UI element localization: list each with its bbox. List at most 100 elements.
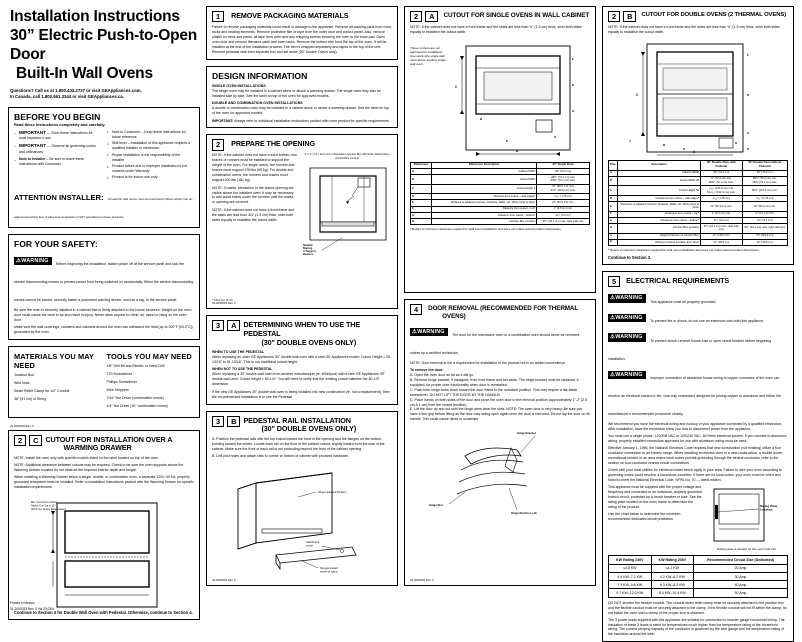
list-item: 1/4" Nut Driver (30" combination ovens) <box>106 403 168 408</box>
section-2-figure-caption: 3" x 4" (7.6 x 10.2 cm) or Equivalent Ju… <box>304 153 390 160</box>
svg-text:A: A <box>516 149 519 153</box>
design-information-box: DESIGN INFORMATION SINGLE OVEN INSTALLAT… <box>206 65 398 129</box>
svg-text:E: E <box>506 139 508 143</box>
cell-value-2: 22" (53.3 cm) min. <box>741 201 789 212</box>
section-4-step-e: E. Lift the door up and out until the hi… <box>410 407 590 422</box>
materials-heading: MATERIALS YOU MAY NEED <box>14 351 94 370</box>
section-5-para-4: Check with your local utilities for elec… <box>608 467 782 482</box>
section-4-note: NOTE: Door removal is not a requirement … <box>410 360 567 365</box>
cell-dim: B <box>410 174 432 185</box>
title-line-3: Built-In Wall Ovens <box>16 64 153 82</box>
section-2a-header: 2 A CUTOUT FOR SINGLE OVENS IN WALL CABI… <box>410 11 590 23</box>
section-3b-step-a: A. Position the pedestal rails with the … <box>212 436 385 451</box>
svg-text:E: E <box>683 147 685 151</box>
svg-text:C: C <box>636 93 639 97</box>
col-header-description: Dimension Description <box>430 161 538 169</box>
section-2a-figure-row: These runners are not approved for insta… <box>410 38 590 158</box>
attention-installer-text: All electric wall ovens must be hard wir… <box>14 196 193 219</box>
section-5-title: ELECTRICAL REQUIREMENTS <box>626 275 730 285</box>
title-line-1: Installation Instructions <box>10 8 180 25</box>
section-2c-continue: Continue to Section 3 for Double Wall Ov… <box>14 610 193 616</box>
column-2: 1 REMOVE PACKAGING MATERIALS Failure to … <box>206 6 398 586</box>
cell-circuit: 40 Amp <box>693 580 788 590</box>
section-3a-subheading-2: WHEN NOT TO USE THE PEDESTAL <box>212 367 273 372</box>
section-5-warning-1: ⚠WARNING This appliance must be properly… <box>608 290 788 308</box>
svg-text:B: B <box>663 143 666 147</box>
list-item: Product failure due to improper installa… <box>107 164 194 174</box>
list-item: Junction Box <box>14 372 35 377</box>
svg-text:Hinge Bracket: Hinge Bracket <box>517 431 536 435</box>
section-3a-box: 3 A DETERMINING WHEN TO USE THE PEDESTAL… <box>206 315 398 405</box>
col-header-value: 30" Single Oven <box>536 161 590 169</box>
tools-heading: TOOLS YOU MAY NEED <box>106 351 192 361</box>
section-3b-figure: Hinge Unlocked Position Attachment screw… <box>212 463 392 581</box>
part-number-mark: 31-2000033 Rev. 0 <box>10 423 34 428</box>
rating-plate-note: Rating plate is located on the oven side… <box>717 546 777 551</box>
svg-text:G: G <box>572 109 575 113</box>
table-header-row: KW Rating 240V KW Rating 208V Recommende… <box>608 555 788 565</box>
section-2-notes: NOTE: If the cabinet does not have a sol… <box>212 153 297 258</box>
svg-text:(30.5 cm) Space Requirement: (30.5 cm) Space Requirement <box>31 507 66 511</box>
before-you-begin-right: Note to Consumer – Keep these instructio… <box>103 129 194 182</box>
section-letter: C <box>29 434 43 446</box>
warning-badge: ⚠WARNING <box>608 313 646 323</box>
warning-triangle-icon: ⚠ <box>610 295 616 302</box>
section-3a-title: DETERMINING WHEN TO USE THE PEDESTAL(30"… <box>243 320 361 347</box>
section-5-closing-2: The 3 power leads supplied with this app… <box>608 617 785 637</box>
section-2-figure-wrap: 3" x 4" (7.6 x 10.2 cm) or Equivalent Ju… <box>302 153 392 258</box>
cell-desc: Clearance from cutout – side edges* <box>617 194 702 203</box>
section-5-warning-text-3: To prevent shock, remove house fuse or o… <box>608 338 772 361</box>
cell-circuit: 50 Amp <box>693 588 788 598</box>
cell-kw-208: 8.4 KW–10.4 KW <box>650 588 695 598</box>
section-number: 3 <box>212 415 225 427</box>
safety-warning-row: ⚠WARNING Before beginning the installati… <box>14 252 194 306</box>
cell-value: 30" (76.2 cm) <box>536 167 590 176</box>
warning-badge: ⚠WARNING <box>410 327 448 336</box>
section-5-para-3: Effective January 1, 1996, the National … <box>608 446 783 466</box>
safety-paragraph-3: Make sure the wall coverings, counters a… <box>14 324 193 334</box>
section-number: 2 <box>212 139 225 151</box>
cell-desc: Junction Box Location <box>430 217 538 226</box>
svg-text:D: D <box>747 93 750 97</box>
section-5-para-6: Use the chart below to determine the min… <box>608 511 681 521</box>
cell-desc: Cutout Height 2 <box>430 183 538 195</box>
cell-value-2: 30" (76.2 cm) <box>741 169 789 177</box>
col-header-without-pedestal: 30" Double Oven without Pedestal <box>741 159 789 171</box>
section-1-body: Failure to remove packaging materials co… <box>212 24 392 54</box>
warning-badge: ⚠WARNING <box>14 256 52 265</box>
svg-text:Runners: Runners <box>303 253 314 256</box>
double-oven-cutout-diagram: C A B H F G D K J E <box>629 43 750 155</box>
cell-value-1: 9½" (24.1 cm) max. right side only <box>700 222 743 234</box>
svg-text:Bracing: Bracing <box>303 247 313 250</box>
before-you-begin-left: IMPORTANT — Save these instructions for … <box>14 130 98 182</box>
section-2a-dimension-table: Dimension Dimension Description 30" Sing… <box>410 161 590 226</box>
section-2c-body: When installing a Warming Drawer below a… <box>14 474 194 489</box>
col-header-kw-208: KW Rating 208V <box>650 555 695 565</box>
section-3a-body-1: When replacing an older GE Appliances 30… <box>212 354 392 364</box>
section-1-header: 1 REMOVE PACKAGING MATERIALS <box>212 11 392 23</box>
design-info-important: IMPORTANT: Always refer to individual in… <box>212 118 390 123</box>
section-2-header: 2 PREPARE THE OPENING <box>212 139 392 151</box>
svg-text:F: F <box>747 53 749 57</box>
safety-heading: FOR YOUR SAFETY: <box>14 238 98 249</box>
warning-triangle-icon: ⚠ <box>610 334 616 341</box>
section-2b-continue: Continue to Section 3. <box>608 254 652 260</box>
section-1-title: REMOVE PACKAGING MATERIALS <box>231 11 349 20</box>
column-1: Installation Instructions 30” Electric P… <box>8 6 200 621</box>
tools-column: TOOLS YOU MAY NEED 1/8" Drill Bit and El… <box>107 352 195 412</box>
section-2a-footnote: * Refers to minimum clearance required f… <box>410 227 562 232</box>
svg-text:Hinge Unlocked Position: Hinge Unlocked Position <box>318 490 347 494</box>
section-2-note-1: NOTE: If the cabinet does not have a sol… <box>212 153 297 183</box>
before-you-begin-right-list: Note to Consumer – Keep these instructio… <box>103 129 194 180</box>
svg-text:H: H <box>554 135 556 139</box>
column-4: 2 B CUTOUT FOR DOUBLE OVENS (2 THERMAL O… <box>602 6 794 642</box>
